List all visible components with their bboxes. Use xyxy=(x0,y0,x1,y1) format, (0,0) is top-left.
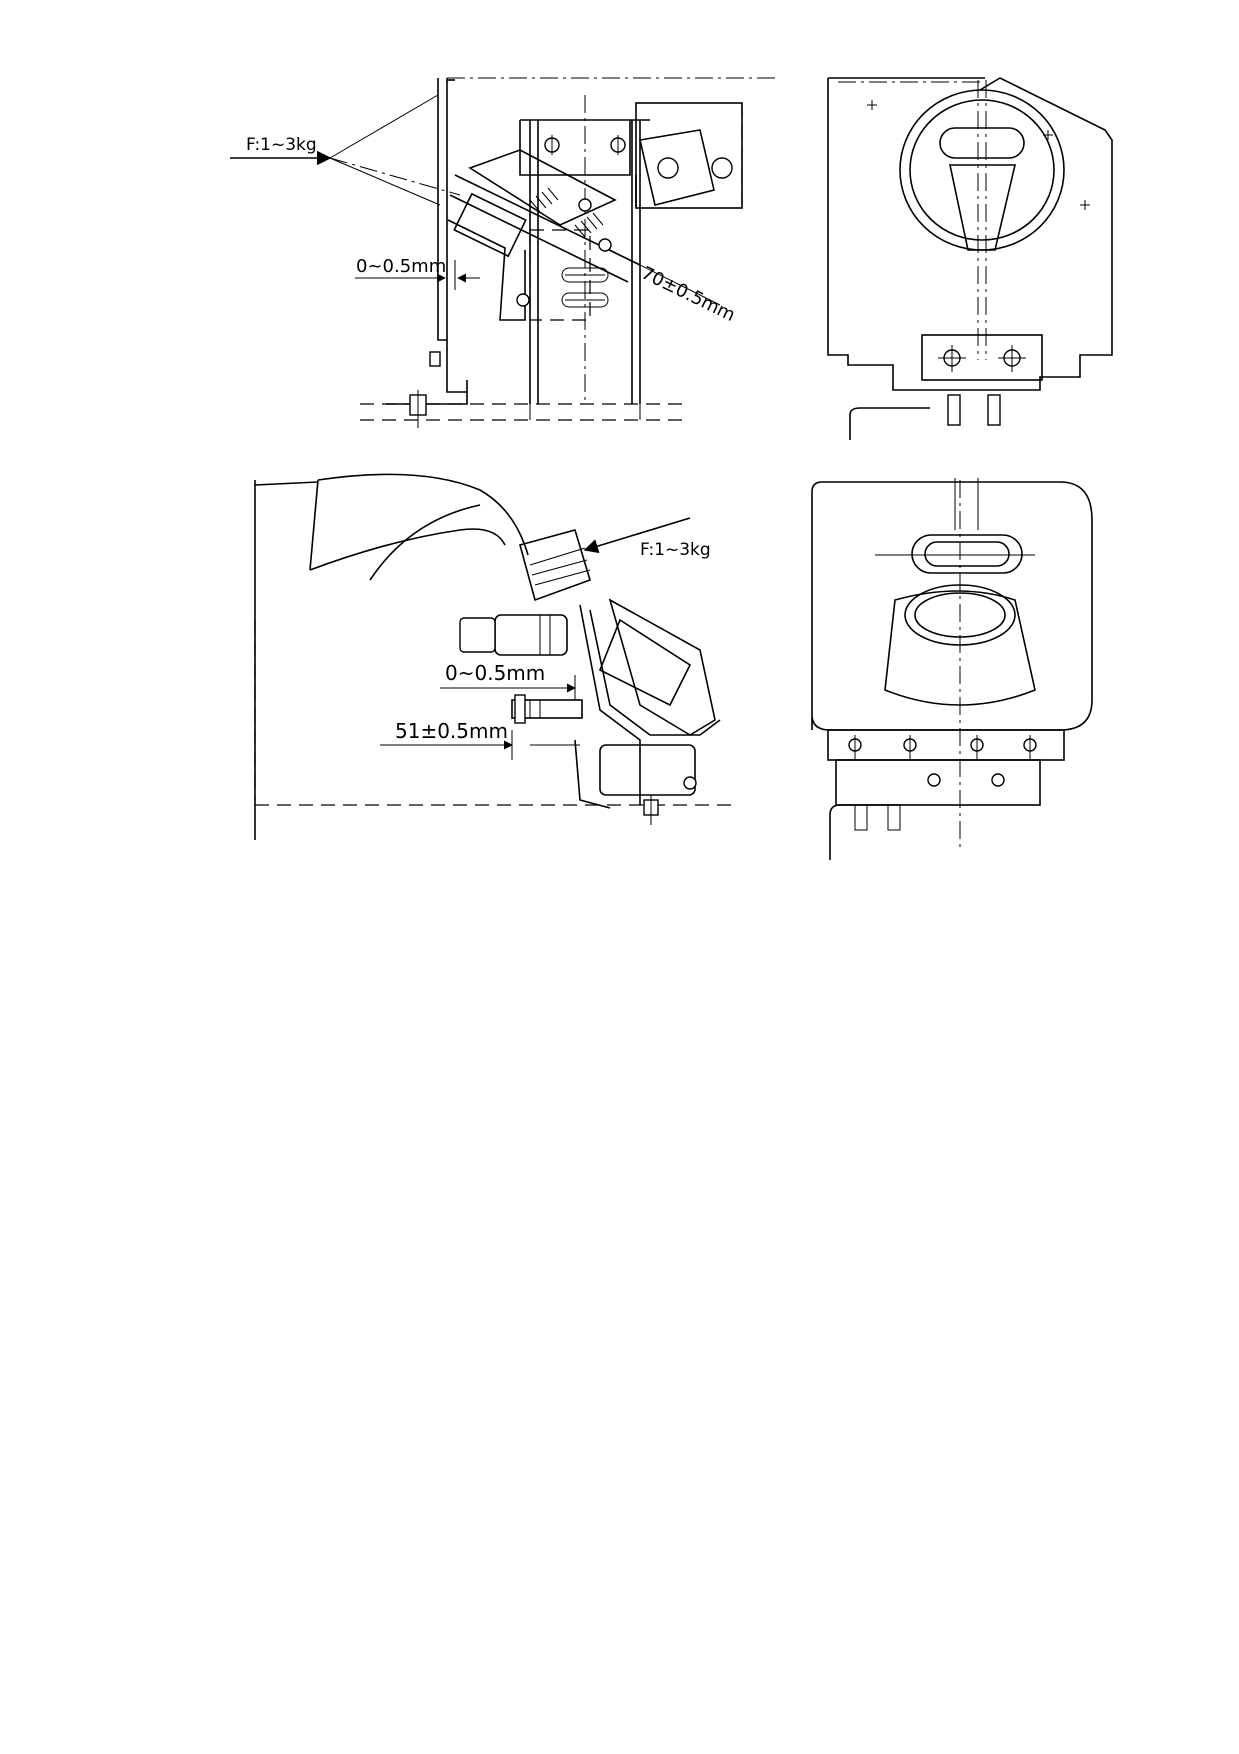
top-force-label: F:1~3kg xyxy=(246,135,317,155)
bottom-gap-label: 0~0.5mm xyxy=(445,661,545,685)
view-top-right xyxy=(827,77,1113,440)
view-bottom-right xyxy=(811,478,1093,860)
view-bottom-left: F:1~3kg 0~0.5mm 51±0.5mm xyxy=(254,473,735,840)
view-top-left: F:1~3kg 0~0.5mm 70±0.5mm xyxy=(230,77,775,428)
bottom-length-label: 51±0.5mm xyxy=(395,719,508,743)
top-length-label: 70±0.5mm xyxy=(638,263,739,326)
top-gap-label: 0~0.5mm xyxy=(356,256,446,277)
bottom-force-label: F:1~3kg xyxy=(640,540,711,560)
